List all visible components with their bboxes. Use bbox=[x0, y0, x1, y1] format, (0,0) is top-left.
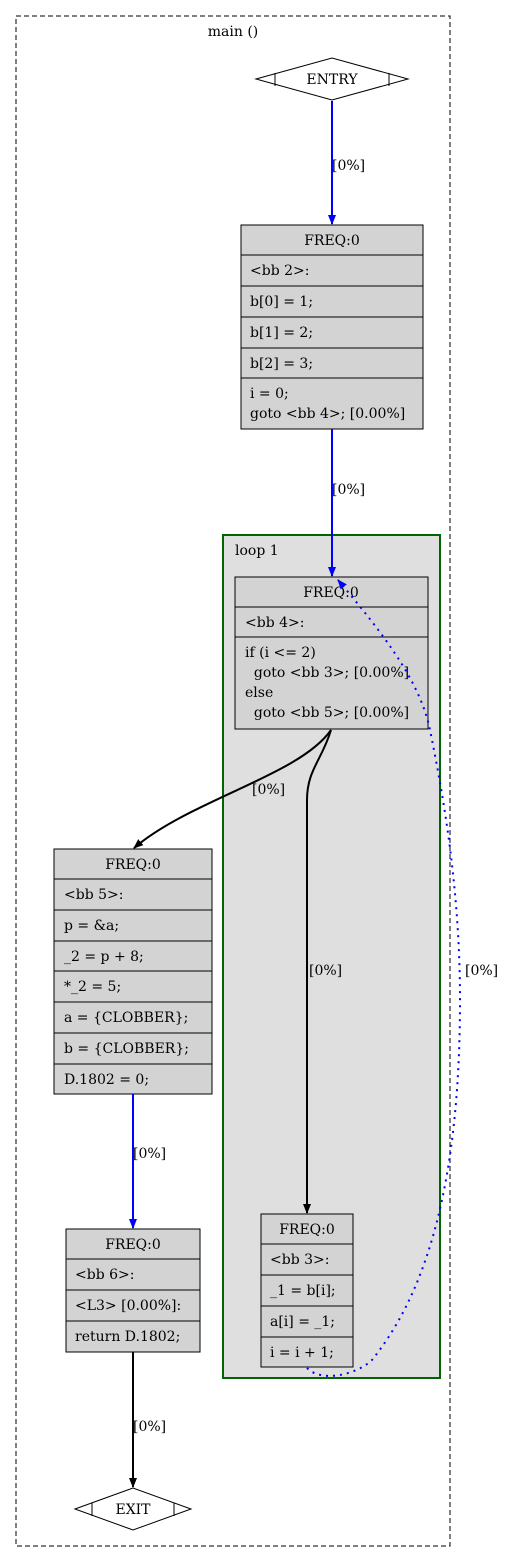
edge-label: [0%] bbox=[252, 782, 285, 798]
edge-label: [0%] bbox=[133, 1146, 166, 1162]
edge-label: [0%] bbox=[332, 482, 365, 498]
bb2-last-line: i = 0; bbox=[250, 386, 289, 402]
function-title: main () bbox=[208, 24, 259, 40]
edge-label: [0%] bbox=[309, 963, 342, 979]
block-bb4: FREQ:0 <bb 4>: if (i <= 2) goto <bb 3>; … bbox=[234, 576, 429, 730]
bb2-row: <bb 2>: bbox=[250, 263, 309, 279]
bb2-last-line: goto <bb 4>; [0.00%] bbox=[250, 406, 405, 422]
bb4-last-line: goto <bb 3>; [0.00%] bbox=[245, 665, 409, 681]
edge-bb3-bb4-backedge: [0%] bbox=[306, 579, 498, 1377]
bb5-row: <bb 5>: bbox=[64, 887, 123, 903]
bb5-row: a = {CLOBBER}; bbox=[64, 1010, 188, 1026]
edge-bb4-bb3: [0%] bbox=[303, 729, 342, 1214]
bb5-row: *_2 = 5; bbox=[64, 979, 121, 995]
entry-label: ENTRY bbox=[306, 72, 358, 88]
bb4-row: <bb 4>: bbox=[245, 615, 304, 631]
edge-bb4-bb5: [0%] bbox=[133, 729, 332, 849]
entry-node: ENTRY bbox=[254, 57, 410, 101]
edge-label: [0%] bbox=[332, 158, 365, 174]
exit-node: EXIT bbox=[73, 1487, 193, 1531]
bb3-row: i = i + 1; bbox=[270, 1345, 334, 1361]
function-cluster bbox=[15, 15, 451, 1547]
edge-bb6-exit: [0%] bbox=[129, 1352, 166, 1488]
edge-entry-bb2: [0%] bbox=[328, 101, 365, 225]
edge-label: [0%] bbox=[133, 1419, 166, 1435]
bb5-row: b = {CLOBBER}; bbox=[64, 1041, 189, 1057]
block-bb3: FREQ:0 <bb 3>: _1 = b[i]; a[i] = _1; i =… bbox=[260, 1213, 354, 1368]
bb2-row: b[2] = 3; bbox=[250, 356, 313, 372]
bb5-row: p = &a; bbox=[64, 918, 119, 934]
bb2-row: b[1] = 2; bbox=[250, 325, 313, 341]
bb3-row: a[i] = _1; bbox=[270, 1314, 335, 1330]
edge-bb2-bb4: [0%] bbox=[328, 429, 365, 577]
bb4-last-line: else bbox=[245, 685, 273, 701]
bb6-row: return D.1802; bbox=[75, 1329, 180, 1345]
edge-label: [0%] bbox=[465, 963, 498, 979]
bb5-row: D.1802 = 0; bbox=[64, 1072, 149, 1088]
bb2-row: b[0] = 1; bbox=[250, 294, 313, 310]
bb6-freq: FREQ:0 bbox=[105, 1237, 161, 1253]
bb3-row: _1 = b[i]; bbox=[270, 1283, 336, 1299]
bb4-freq: FREQ:0 bbox=[303, 585, 359, 601]
bb4-last-line: goto <bb 5>; [0.00%] bbox=[245, 705, 409, 721]
block-bb5: FREQ:0 <bb 5>: p = &a; _2 = p + 8; *_2 =… bbox=[53, 848, 213, 1095]
bb4-last-line: if (i <= 2) bbox=[245, 645, 316, 661]
bb6-row: <bb 6>: bbox=[75, 1267, 134, 1283]
loop-cluster-label: loop 1 bbox=[235, 543, 279, 559]
bb3-row: <bb 3>: bbox=[270, 1252, 329, 1268]
bb5-freq: FREQ:0 bbox=[105, 857, 161, 873]
block-bb6: FREQ:0 <bb 6>: <L3> [0.00%]: return D.18… bbox=[65, 1228, 201, 1353]
block-bb2: FREQ:0 <bb 2>: b[0] = 1; b[1] = 2; b[2] … bbox=[240, 224, 424, 430]
bb2-freq: FREQ:0 bbox=[304, 233, 360, 249]
bb5-row: _2 = p + 8; bbox=[64, 949, 144, 965]
exit-label: EXIT bbox=[115, 1502, 151, 1518]
bb3-freq: FREQ:0 bbox=[279, 1222, 335, 1238]
edge-bb5-bb6: [0%] bbox=[129, 1094, 166, 1229]
bb6-row: <L3> [0.00%]: bbox=[75, 1298, 181, 1314]
